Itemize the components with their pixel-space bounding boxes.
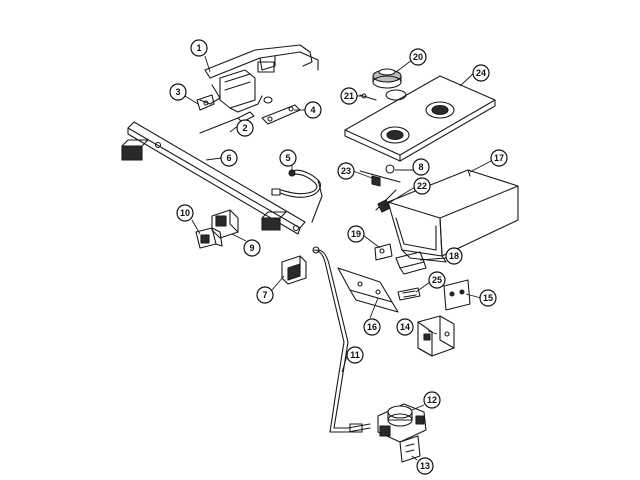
callout-3: 3	[169, 83, 187, 101]
callout-1: 1	[190, 39, 208, 57]
part-broiler-box	[387, 169, 519, 263]
part-burner-cap	[372, 68, 402, 89]
callout-label: 24	[476, 68, 486, 78]
callout-20: 20	[409, 48, 427, 66]
callout-label: 13	[420, 461, 430, 471]
callout-2: 2	[236, 119, 254, 137]
callout-label: 14	[400, 322, 410, 332]
callout-9: 9	[243, 239, 261, 257]
callout-label: 25	[432, 275, 442, 285]
callout-10: 10	[176, 204, 194, 222]
callout-label: 9	[249, 243, 254, 253]
callout-13: 13	[416, 457, 434, 475]
callout-label: 23	[341, 166, 351, 176]
callout-17: 17	[490, 149, 508, 167]
callout-label: 2	[242, 123, 247, 133]
part-burner-assembly	[199, 44, 319, 113]
callout-5: 5	[279, 149, 297, 167]
part-clip	[196, 94, 215, 111]
callout-8: 8	[412, 158, 430, 176]
callout-label: 11	[350, 350, 360, 360]
callout-19: 19	[347, 225, 365, 243]
part-manifold-bar	[121, 121, 306, 235]
part-orifice-fitting	[359, 164, 401, 213]
callout-label: 8	[418, 162, 423, 172]
part-gas-tube	[312, 246, 371, 433]
part-valve-switch	[211, 209, 239, 239]
part-screw	[359, 93, 377, 101]
part-mounting-plate	[337, 267, 399, 313]
part-retainer-clip	[397, 287, 421, 301]
callout-18: 18	[445, 247, 463, 265]
callout-label: 15	[483, 293, 493, 303]
leader-lines	[184, 55, 492, 461]
callout-23: 23	[337, 162, 355, 180]
callout-label: 3	[175, 87, 180, 97]
callout-label: 20	[413, 52, 423, 62]
part-switch	[281, 255, 307, 285]
callout-label: 22	[417, 181, 427, 191]
callout-label: 10	[180, 208, 190, 218]
callout-11: 11	[346, 346, 364, 364]
callout-12: 12	[423, 391, 441, 409]
part-cover-plate	[443, 279, 471, 311]
callout-label: 16	[367, 322, 377, 332]
callout-label: 19	[351, 229, 361, 239]
part-small-bracket	[261, 104, 301, 125]
part-cooktop	[344, 75, 496, 162]
callout-6: 6	[220, 149, 238, 167]
callout-label: 17	[494, 153, 504, 163]
callout-21: 21	[340, 87, 358, 105]
part-electronic-module	[417, 315, 455, 357]
callout-16: 16	[363, 318, 381, 336]
callout-label: 4	[310, 105, 315, 115]
callout-label: 1	[196, 43, 201, 53]
callout-14: 14	[396, 318, 414, 336]
callout-label: 21	[344, 91, 354, 101]
callout-4: 4	[304, 101, 322, 119]
callout-7: 7	[256, 286, 274, 304]
callout-15: 15	[479, 289, 497, 307]
callout-25: 25	[428, 271, 446, 289]
part-control-knob	[195, 227, 223, 249]
callout-label: 7	[262, 290, 267, 300]
callout-label: 5	[285, 153, 290, 163]
part-regulator-bracket	[399, 435, 421, 463]
callout-22: 22	[413, 177, 431, 195]
part-flex-tube	[271, 169, 323, 223]
callout-label: 18	[449, 251, 459, 261]
callout-label: 12	[427, 395, 437, 405]
part-spring-clip	[374, 243, 393, 261]
part-l-bracket	[395, 251, 427, 275]
callout-24: 24	[472, 64, 490, 82]
part-pressure-regulator	[377, 403, 427, 443]
callout-label: 6	[226, 153, 231, 163]
